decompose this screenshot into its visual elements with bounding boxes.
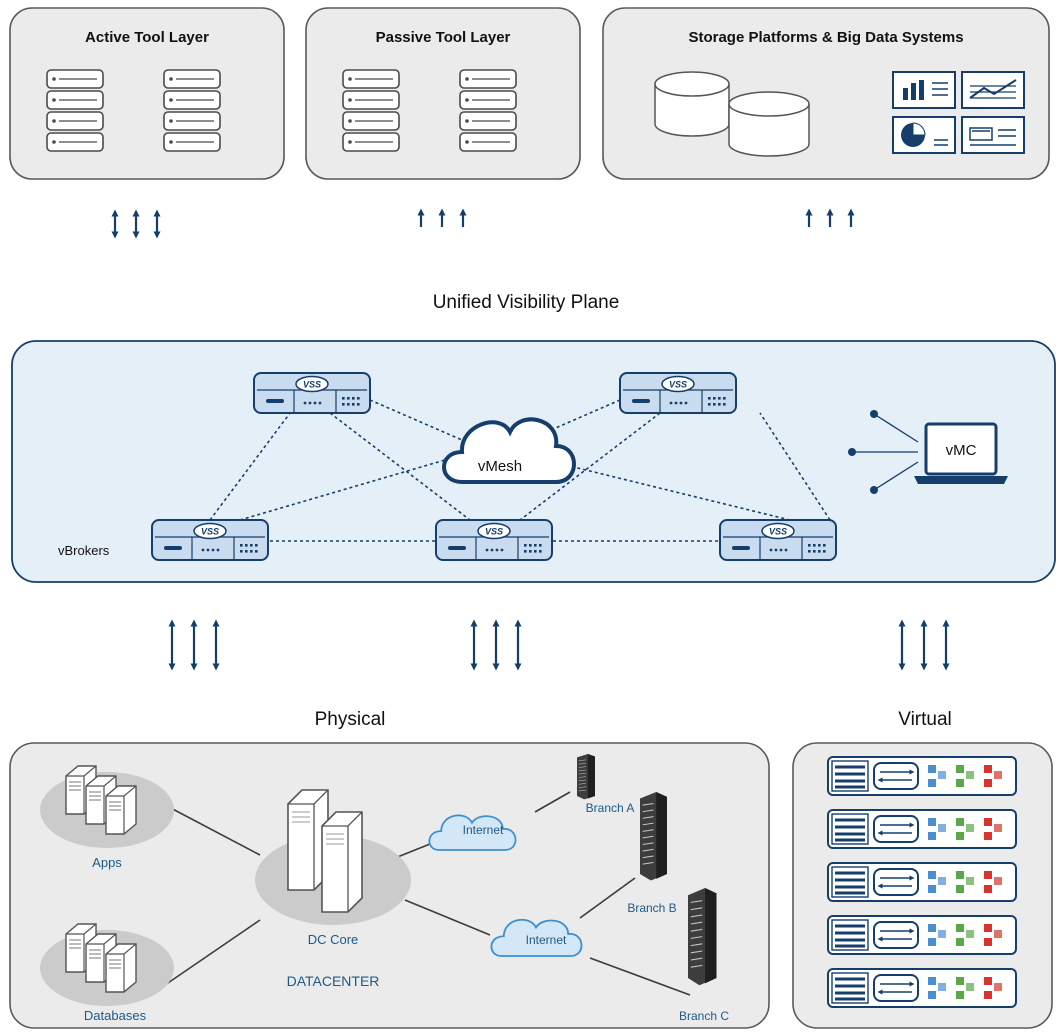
upward-arrows — [417, 208, 467, 227]
unified-visibility-plane: vMesh vBrokers vMC — [11, 340, 1056, 583]
server-icon — [105, 943, 137, 993]
databases-label: Databases — [84, 1008, 147, 1023]
vmesh-cloud: vMesh — [442, 417, 576, 484]
building-icon — [687, 887, 718, 986]
laptop-icon: vMC — [914, 422, 1008, 484]
internet-label: Internet — [526, 933, 567, 947]
building-icon — [639, 791, 668, 882]
virtual-rack-icon — [828, 863, 1016, 901]
dc-core-label: DC Core — [308, 932, 359, 947]
branch-label: Branch C — [679, 1009, 729, 1023]
passive-tool-layer-title: Passive Tool Layer — [376, 29, 511, 46]
mesh-links — [209, 399, 831, 542]
branch-label: Branch A — [586, 801, 635, 815]
vss-appliance-icon — [619, 372, 737, 414]
apps-label: Apps — [92, 855, 122, 870]
server-icon — [105, 785, 137, 835]
database-icon — [728, 91, 810, 157]
unified-visibility-plane-title: Unified Visibility Plane — [433, 292, 620, 313]
network-links — [164, 791, 691, 996]
vbrokers-label: vBrokers — [58, 543, 110, 558]
active-tool-layer-title: Active Tool Layer — [85, 29, 209, 46]
active-tool-layer-box: Active Tool Layer — [9, 7, 285, 180]
vss-appliance-icon — [435, 519, 553, 561]
upward-arrows — [805, 208, 855, 227]
branch-a: Branch A — [576, 753, 635, 815]
vmc-label: vMC — [946, 442, 977, 459]
branch-c: Branch C — [679, 887, 729, 1023]
vss-appliance-icon — [253, 372, 371, 414]
physical-box: Apps Databases DC Core DATACENTER Intern… — [9, 742, 770, 1029]
virtual-rack-icon — [828, 969, 1016, 1007]
database-icon — [654, 71, 730, 137]
building-icon — [576, 753, 596, 800]
bidirectional-arrows — [168, 619, 950, 671]
dc-core-group: DC Core DATACENTER — [255, 789, 411, 989]
virtual-rack-icon — [828, 757, 1016, 795]
vmc-connectors — [848, 410, 919, 494]
datacenter-label: DATACENTER — [287, 973, 380, 989]
passive-tool-layer-box: Passive Tool Layer — [305, 7, 581, 180]
tower-server-icon — [321, 811, 363, 913]
cards-icon — [961, 116, 1025, 154]
line-chart-icon — [961, 71, 1025, 109]
vmesh-label: vMesh — [478, 458, 522, 475]
branch-b: Branch B — [627, 791, 677, 915]
internet-cloud-2: Internet — [490, 918, 583, 957]
virtual-rack-icon — [828, 916, 1016, 954]
internet-cloud-1: Internet — [428, 814, 517, 851]
storage-platforms-title: Storage Platforms & Big Data Systems — [688, 29, 963, 46]
storage-platforms-box: Storage Platforms & Big Data Systems — [602, 7, 1050, 180]
vss-appliance-icon — [151, 519, 269, 561]
internet-label: Internet — [463, 823, 504, 837]
apps-group: Apps — [40, 765, 174, 870]
bar-chart-icon — [892, 71, 956, 109]
vss-appliance-icon — [719, 519, 837, 561]
bidirectional-arrows — [111, 209, 161, 239]
virtual-title: Virtual — [898, 709, 952, 730]
physical-title: Physical — [315, 709, 386, 730]
virtual-box — [792, 742, 1053, 1029]
branch-label: Branch B — [627, 901, 676, 915]
databases-group: Databases — [40, 923, 174, 1023]
virtual-rack-icon — [828, 810, 1016, 848]
pie-chart-icon — [892, 116, 956, 154]
